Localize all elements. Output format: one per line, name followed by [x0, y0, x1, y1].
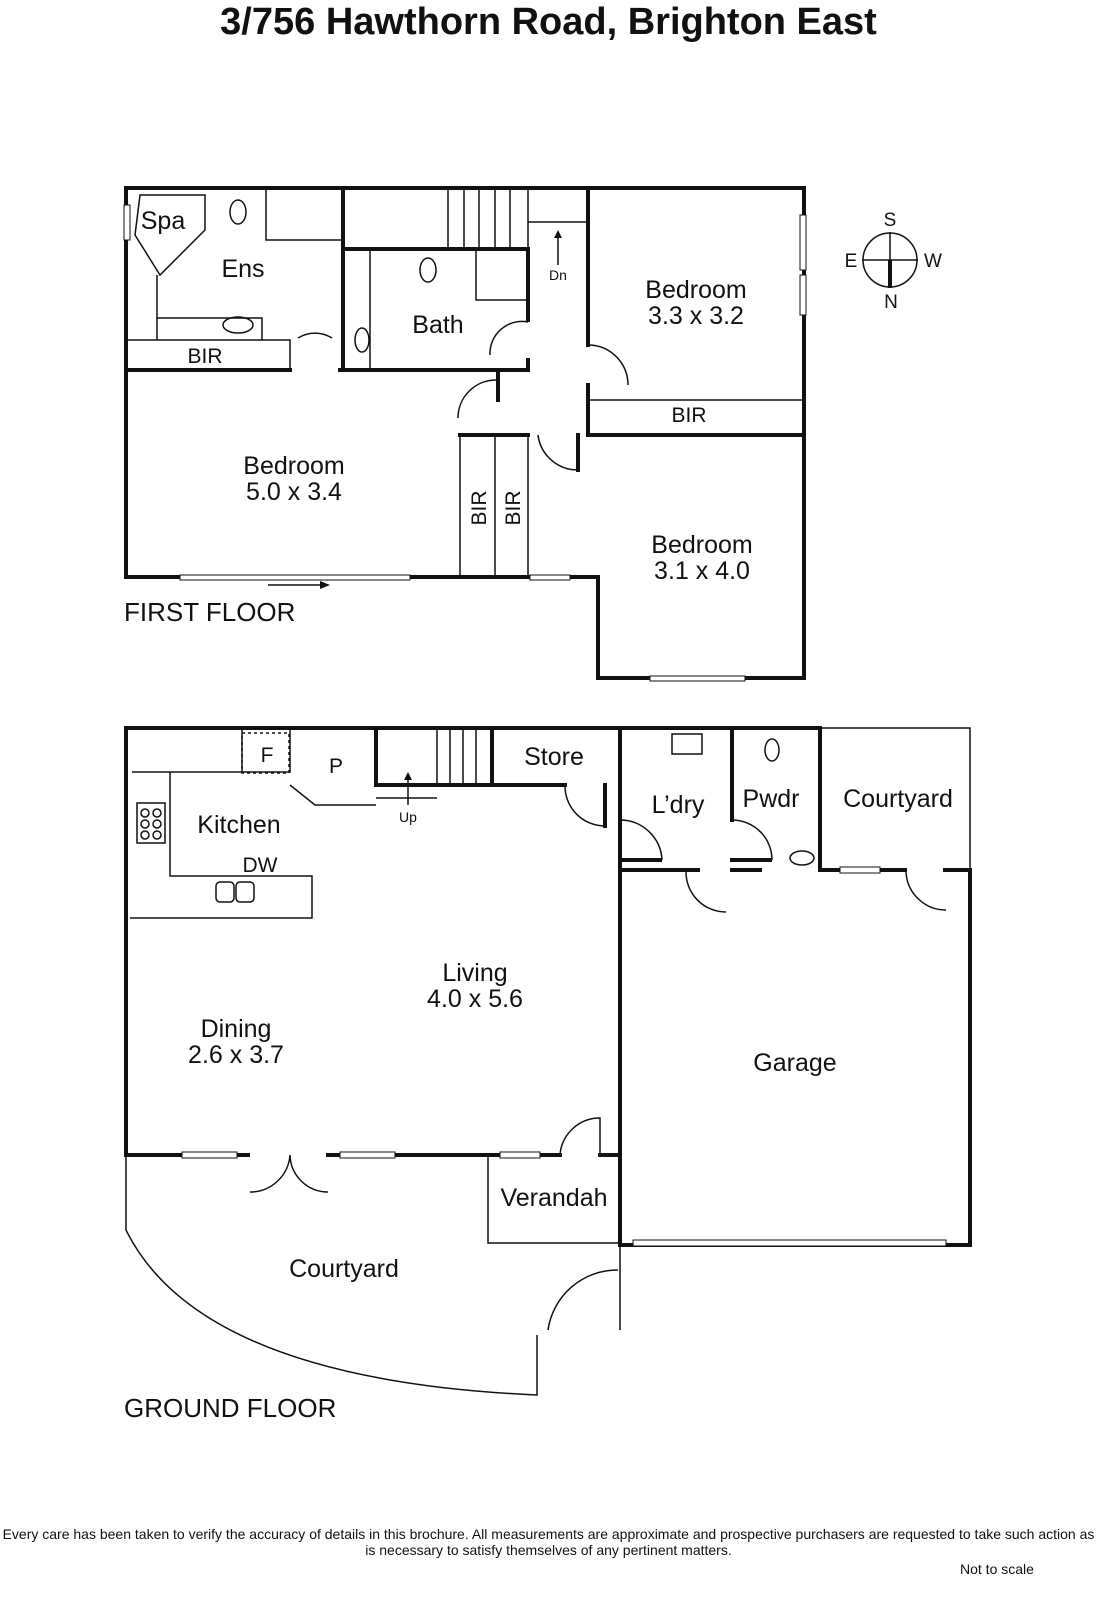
room-label-garage: Garage — [753, 1049, 836, 1077]
ground-floor-plan — [124, 726, 972, 1396]
room-label-main-bedroom: Bedroom — [243, 452, 344, 480]
room-label-side-courtyard: Courtyard — [843, 785, 953, 813]
room-label-ensuite: Ens — [221, 255, 264, 283]
ground-floor-label: GROUND FLOOR — [124, 1393, 336, 1423]
room-dim-main-bedroom: 5.0 x 3.4 — [246, 478, 342, 506]
first-floor-plan — [123, 186, 807, 682]
room-label-pantry: P — [329, 755, 343, 778]
room-label-bedroom2: Bedroom — [645, 276, 746, 304]
room-label-laundry: L’dry — [652, 791, 705, 819]
compass-west: W — [924, 251, 942, 272]
room-dim-bedroom3: 3.1 x 4.0 — [654, 557, 750, 585]
room-label-bir-a: BIR — [468, 490, 491, 525]
room-label-dining: Dining — [201, 1015, 272, 1043]
room-label-bir-bedroom2: BIR — [671, 404, 706, 427]
stairs-down-label: Dn — [549, 267, 567, 283]
not-to-scale-note: Not to scale — [960, 1561, 1034, 1577]
room-label-powder: Pwdr — [743, 785, 800, 813]
room-label-bedroom3: Bedroom — [651, 531, 752, 559]
room-label-store: Store — [524, 743, 584, 771]
room-label-bir-b: BIR — [502, 490, 525, 525]
room-label-fridge: F — [261, 744, 274, 767]
compass-north: N — [884, 292, 898, 313]
room-label-verandah: Verandah — [500, 1184, 607, 1212]
room-label-living: Living — [442, 959, 507, 987]
compass-east: E — [845, 251, 858, 272]
compass-south: S — [884, 210, 897, 231]
room-dim-living: 4.0 x 5.6 — [427, 985, 523, 1013]
disclaimer: Every care has been taken to verify the … — [2, 1526, 1095, 1558]
page-title: 3/756 Hawthorn Road, Brighton East — [220, 1, 877, 43]
room-label-dishwasher: DW — [243, 854, 278, 877]
first-floor-label: FIRST FLOOR — [124, 597, 295, 627]
room-dim-bedroom2: 3.3 x 3.2 — [648, 302, 744, 330]
room-label-bath: Bath — [412, 311, 463, 339]
room-label-kitchen: Kitchen — [197, 811, 280, 839]
stairs-up-label: Up — [399, 809, 417, 825]
room-label-spa: Spa — [141, 207, 186, 235]
compass-icon — [862, 232, 918, 288]
room-label-front-courtyard: Courtyard — [289, 1255, 399, 1283]
room-dim-dining: 2.6 x 3.7 — [188, 1041, 284, 1069]
room-label-bir-ensuite: BIR — [187, 345, 222, 368]
